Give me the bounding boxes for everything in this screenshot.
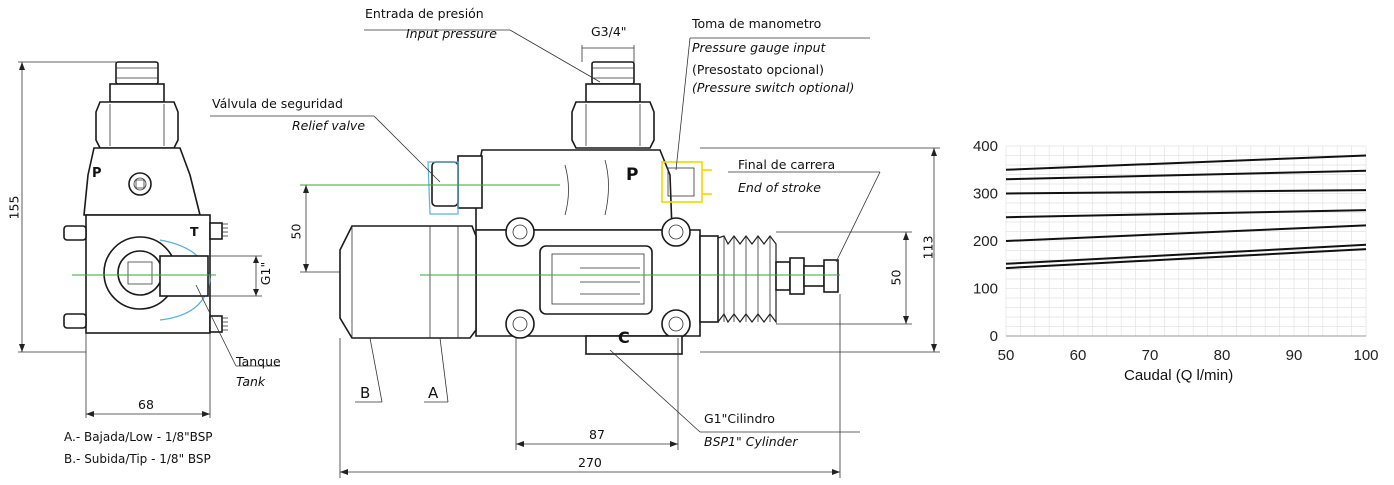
dim-g1: G1" [258, 261, 274, 286]
dim-50-left: 50 [288, 223, 304, 240]
front-view [210, 29, 940, 478]
chart-x-tick-label: 90 [1286, 347, 1303, 364]
chart-y-tick-label: 100 [973, 281, 998, 298]
dim-50-right: 50 [888, 269, 904, 286]
chart-y-tick-label: 300 [973, 186, 998, 203]
chart-x-tick-label: 60 [1070, 347, 1087, 364]
toma-label: Toma de manometro [692, 16, 822, 31]
entrada-label: Entrada de presión [365, 6, 484, 21]
side-view [18, 61, 280, 418]
gauge-input-label: Pressure gauge input [692, 40, 826, 55]
port-t-label: T [190, 224, 199, 239]
bsp-cylinder-label: BSP1" Cylinder [704, 434, 798, 449]
chart-x-tick-label: 100 [1353, 347, 1378, 364]
chart-y-tick-label: 0 [990, 328, 998, 345]
chart-series-line [1005, 248, 1367, 270]
chart-xlabel: Caudal (Q l/min) [1124, 367, 1234, 384]
tank-label: Tank [236, 374, 266, 389]
g34-label: G3/4" [591, 24, 627, 39]
chart-x-tick-label: 80 [1214, 347, 1231, 364]
presostato-label: (Presostato opcional) [692, 62, 825, 77]
dim-155: 155 [6, 195, 22, 220]
note-a: A.- Bajada/Low - 1/8"BSP [64, 430, 213, 444]
chart-series-line [1005, 243, 1367, 265]
end-stroke-label: End of stroke [738, 180, 821, 195]
port-c-label: C [618, 328, 630, 347]
tanque-label: Tanque [236, 354, 281, 369]
note-b: B.- Subida/Tip - 1/8" BSP [64, 452, 211, 466]
dim-270: 270 [578, 455, 602, 470]
final-label: Final de carrera [738, 157, 836, 172]
chart-series-line [1005, 209, 1367, 219]
port-p-label: P [626, 165, 639, 185]
port-b-label: B [360, 384, 371, 402]
chart-series-line [1005, 154, 1367, 171]
port-p-side-label: P [92, 166, 102, 181]
chart-series-line [1005, 224, 1367, 242]
cilindro-label: G1"Cilindro [704, 411, 775, 426]
chart-y-tick-label: 400 [973, 138, 998, 155]
chart-x-tick-label: 70 [1142, 347, 1159, 364]
chart-series-line [1005, 169, 1367, 181]
switch-optional-label: (Pressure switch optional) [692, 80, 855, 95]
port-a-label: A [428, 384, 439, 402]
relief-valve-label: Relief valve [292, 118, 366, 133]
dim-68: 68 [138, 397, 154, 412]
dim-87: 87 [589, 427, 605, 442]
input-pressure-label: Input pressure [406, 26, 497, 41]
dim-113: 113 [920, 235, 936, 260]
chart-series-line [1005, 189, 1367, 195]
pressure-flow-chart: 50 60 70 80 90 100 0 100 200 300 400 [973, 138, 1379, 364]
chart-x-tick-label: 50 [998, 347, 1015, 364]
valvula-label: Válvula de seguridad [212, 96, 343, 111]
chart-y-tick-label: 200 [973, 233, 998, 250]
